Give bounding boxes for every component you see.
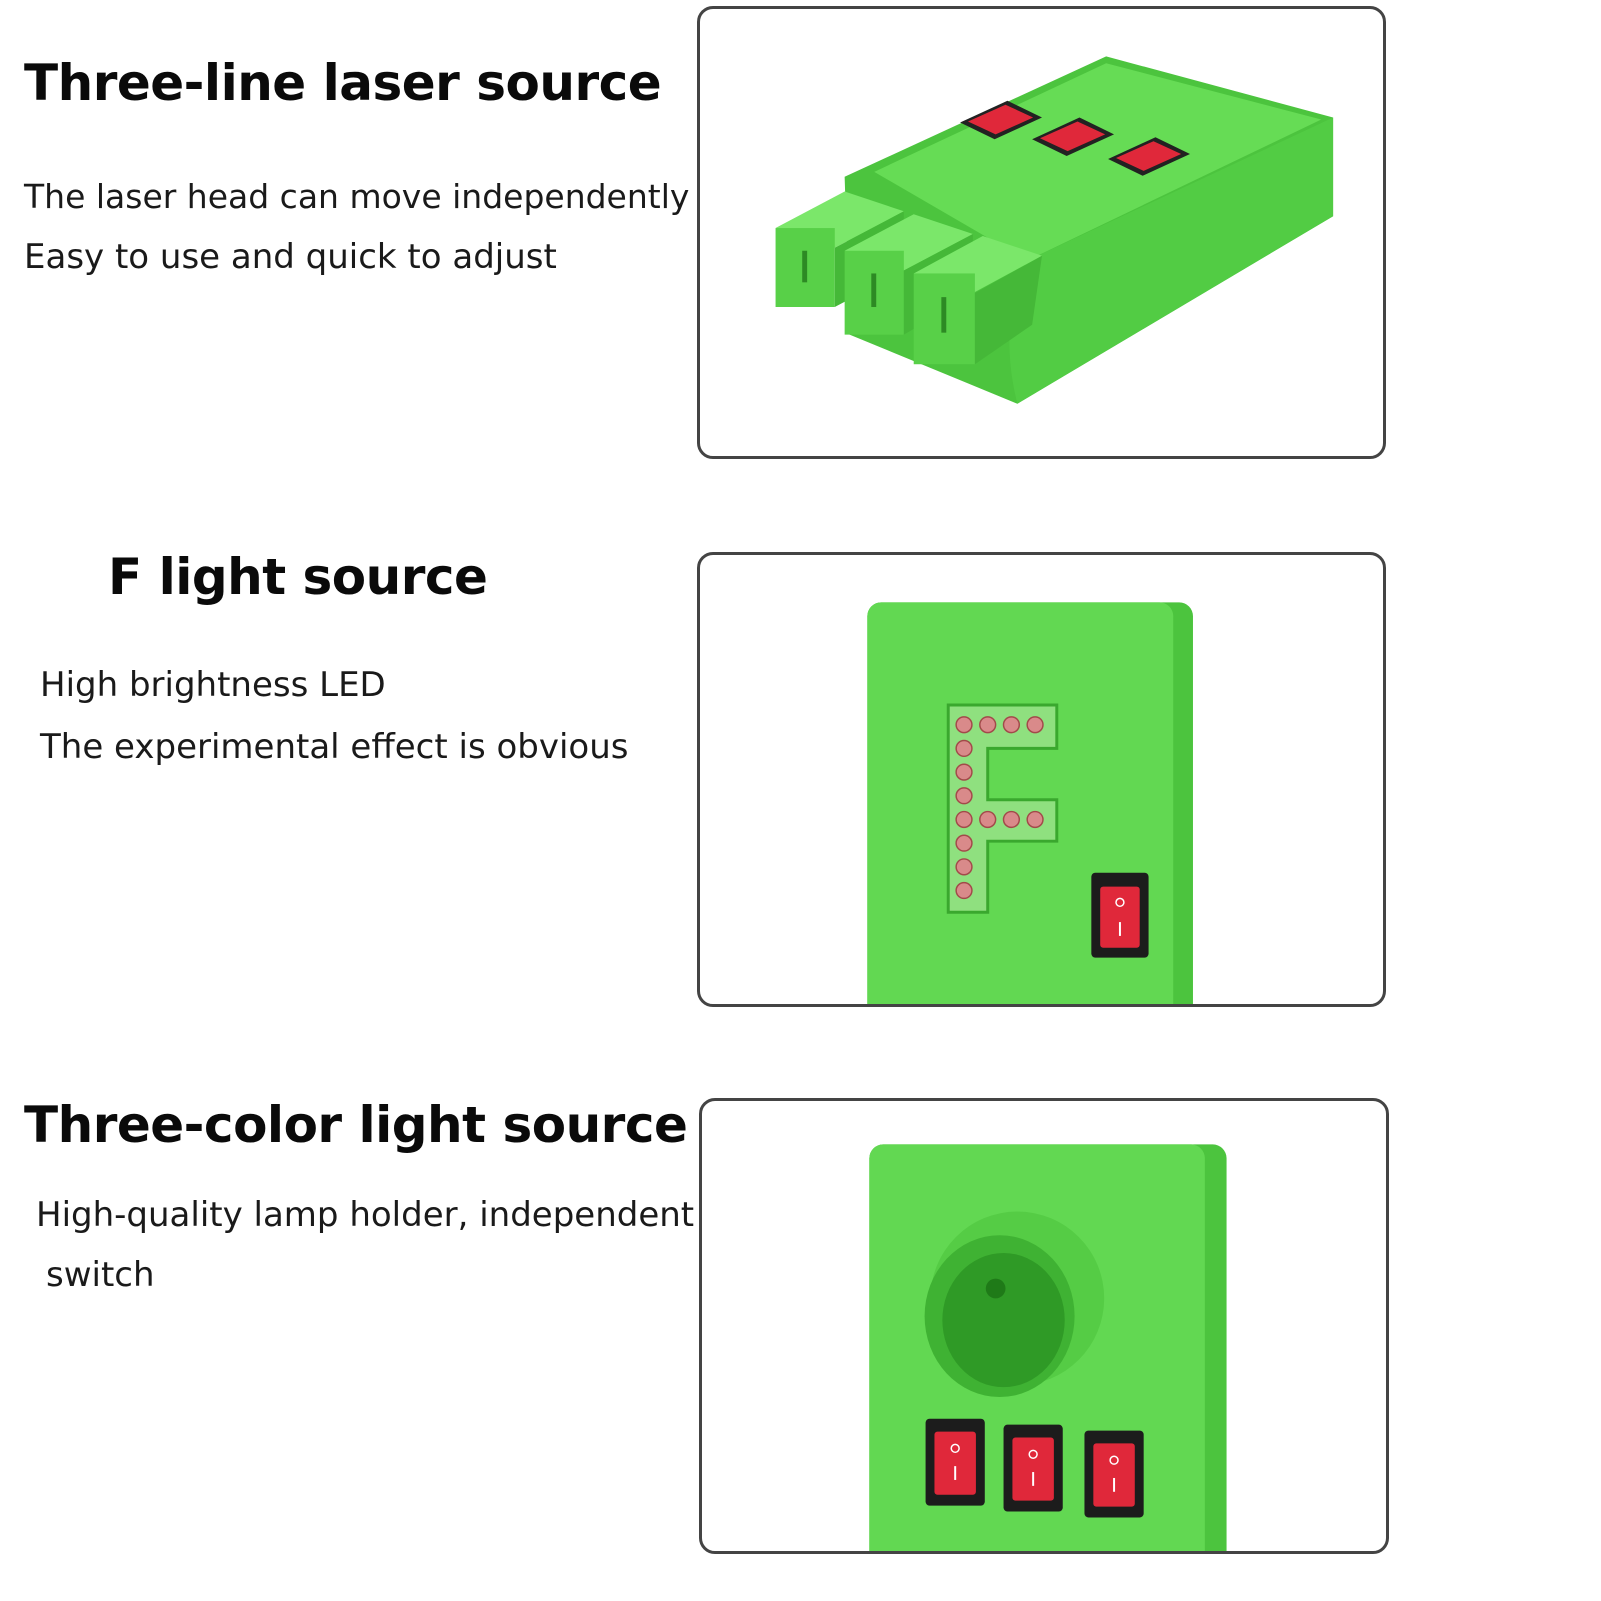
switch-icon	[1003, 1424, 1063, 1512]
switch-icon	[1091, 872, 1149, 958]
switch-icon	[1032, 117, 1115, 157]
f-led-icon	[946, 703, 1059, 914]
product-image-three-line-laser	[697, 6, 1386, 459]
switch-icon	[960, 100, 1042, 140]
section-desc-line: High brightness LED	[40, 665, 386, 705]
section-desc-line: The laser head can move independently	[24, 177, 690, 216]
three-color-light-illustration	[869, 1144, 1227, 1551]
product-image-f-light	[697, 552, 1386, 1007]
product-image-three-color-light	[699, 1098, 1389, 1554]
section-desc-line: High-quality lamp holder, independent	[36, 1195, 695, 1235]
section-desc-line: The experimental effect is obvious	[40, 727, 629, 767]
switch-icon	[1084, 1430, 1144, 1518]
section-desc-line: Easy to use and quick to adjust	[24, 237, 557, 277]
switch-icon	[1108, 137, 1191, 176]
section-title-three-line-laser: Three-line laser source	[24, 54, 662, 112]
section-desc-line: switch	[46, 1255, 155, 1295]
three-line-laser-illustration	[775, 56, 1334, 404]
lamp-holder-icon	[924, 1211, 1105, 1398]
f-light-illustration	[867, 602, 1193, 1004]
switch-icon	[925, 1418, 985, 1506]
section-title-three-color-light: Three-color light source	[24, 1096, 688, 1154]
section-title-f-light: F light source	[108, 548, 488, 606]
laser-head	[913, 235, 1042, 365]
